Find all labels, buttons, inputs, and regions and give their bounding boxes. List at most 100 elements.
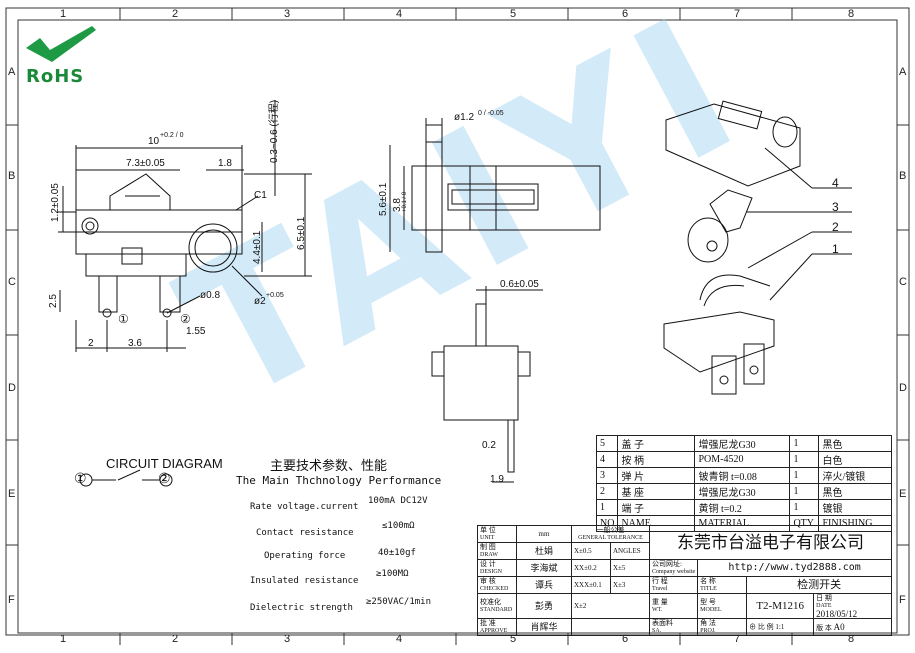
grid-col-1-bottom: 1: [60, 633, 67, 645]
tb-weight-label-en: WT.: [652, 607, 663, 613]
tb-check-value: 谭兵: [516, 576, 572, 594]
tb-model-label-en: MODEL: [700, 607, 722, 613]
grid-col-8-bottom: 8: [848, 633, 855, 645]
grid-row-e: E: [8, 488, 16, 500]
callout-4: 4: [832, 176, 839, 190]
spec-value-voltage: 100mA DC12V: [368, 496, 428, 506]
grid-row-f: F: [8, 594, 15, 606]
tb-tol-label-en: GENERAL TOLERANCE: [578, 535, 643, 541]
bom-qty: 1: [789, 483, 820, 500]
dim-actuator-width: 0.6±0.05: [500, 279, 539, 290]
dim-mount-hole-tol: +0.05: [266, 292, 284, 299]
tb-ang-1: X±5: [610, 559, 650, 577]
grid-col-7-bottom: 7: [734, 633, 741, 645]
grid-row-c: C: [8, 276, 16, 288]
table-row: 3 弹 片 铍青铜 t=0.08 1 淬火/镀银: [595, 467, 892, 484]
dim-pin-diameter-tol: 0 / -0.05: [478, 110, 504, 117]
bom-no: 3: [595, 467, 619, 484]
bom-material: 黄铜 t=0.2: [694, 499, 791, 516]
tb-draw-label: 制 图: [480, 543, 496, 551]
tb-approve-label-en: APPROVE: [480, 628, 508, 634]
grid-row-a: A: [8, 66, 16, 78]
grid-row-b-right: B: [899, 170, 907, 182]
dim-terminal-offset: 1.9: [490, 474, 504, 485]
bom-qty: 1: [789, 451, 820, 468]
tb-design-label: 设 计: [480, 560, 496, 568]
rohs-logo-text: RoHS: [26, 66, 85, 87]
tb-design-value: 李海斌: [516, 559, 572, 577]
tb-travel-label-en: Travel: [652, 586, 668, 592]
tb-tol-2: XX±0.2: [571, 559, 611, 577]
grid-row-d: D: [8, 382, 16, 394]
tb-scale-label: 比 例: [757, 623, 774, 631]
grid-col-3-bottom: 3: [284, 633, 291, 645]
bom-finish: 白色: [818, 451, 892, 468]
grid-col-4-bottom: 4: [396, 633, 403, 645]
grid-col-5-bottom: 5: [510, 633, 517, 645]
tb-tol-3: XXX±0.1: [571, 576, 611, 594]
grid-col-6: 6: [622, 8, 629, 20]
tb-ang-3: X±2: [571, 593, 650, 619]
dim-mount-hole: ø2: [254, 296, 266, 307]
tb-check-label-en: CHECKED: [480, 586, 509, 592]
grid-col-7: 7: [734, 8, 741, 20]
grid-col-1: 1: [60, 8, 67, 20]
table-row: 1 端 子 黄铜 t=0.2 1 镀银: [595, 499, 892, 516]
spec-label-insulation: Insulated resistance: [250, 576, 359, 586]
grid-row-e-right: E: [899, 488, 907, 500]
dim-overall-length: 10: [148, 136, 160, 147]
tb-proj-label-en: PROJ.: [700, 628, 716, 634]
dim-pin-length: 2.5: [48, 294, 59, 308]
tb-date-label-en: DATE: [816, 603, 832, 609]
tb-rev-label: 版 本: [816, 623, 832, 632]
callout-2: 2: [832, 220, 839, 234]
table-row: 4 按 柄 POM-4520 1 白色: [595, 451, 892, 468]
dim-total-height: 6.5±0.1: [296, 216, 307, 250]
bom-no: 1: [595, 499, 619, 516]
tb-standard-label-en: STANDARD: [480, 607, 513, 613]
spec-title-en: The Main Thchnology Performance: [236, 474, 442, 487]
grid-col-5: 5: [510, 8, 517, 20]
dim-pin-pitch: 3.6: [128, 338, 142, 349]
tb-website-label: 公司网址:: [652, 560, 682, 568]
tb-tol-1: X±0.5: [571, 542, 611, 560]
bom-material: 铍青铜 t=0.08: [694, 467, 791, 484]
tb-approve-label: 批 准: [480, 619, 496, 627]
tb-model-label: 型 号: [700, 598, 716, 606]
spec-label-dielectric: Dielectric strength: [250, 603, 353, 613]
dim-body-height: 4.4±0.1: [252, 230, 263, 264]
spec-value-dielectric: ≥250VAC/1min: [366, 597, 432, 607]
table-row: 5 盖 子 增强尼龙G30 1 黑色: [595, 435, 892, 452]
table-row: 2 基 座 增强尼龙G30 1 黑色: [595, 483, 892, 500]
bom-name: 盖 子: [617, 435, 696, 452]
tb-name-label: 名 称: [700, 577, 716, 585]
tb-surface-label-en: SA.: [652, 628, 662, 634]
bom-name: 按 柄: [617, 451, 696, 468]
grid-col-2-bottom: 2: [172, 633, 179, 645]
spec-value-insulation: ≥100MΩ: [376, 569, 409, 579]
dim-chamfer: C1: [254, 190, 267, 201]
bom-finish: 黑色: [818, 435, 892, 452]
circuit-title: CIRCUIT DIAGRAM: [106, 456, 223, 471]
grid-row-f-right: F: [899, 594, 906, 606]
tb-date-label: 日 期: [816, 594, 832, 602]
grid-col-8: 8: [848, 8, 855, 20]
grid-col-3: 3: [284, 8, 291, 20]
spec-value-force: 40±10gf: [378, 548, 416, 558]
spec-label-force: Operating force: [264, 551, 346, 561]
dim-lever-offset: 7.3±0.05: [126, 158, 165, 169]
dim-terminal-thickness: 0.2: [482, 440, 496, 451]
tb-scale-value: 1:1: [775, 623, 785, 631]
tb-standard-value: 彭勇: [516, 593, 572, 619]
grid-row-b: B: [8, 170, 16, 182]
rohs-check-icon: [26, 26, 96, 62]
bom-material: 增强尼龙G30: [694, 483, 791, 500]
bom-qty: 1: [789, 467, 820, 484]
pin-1-label: ①: [118, 312, 129, 326]
bom-name: 基 座: [617, 483, 696, 500]
bom-no: 5: [595, 435, 619, 452]
tb-date-value: 2018/05/12: [816, 609, 858, 619]
